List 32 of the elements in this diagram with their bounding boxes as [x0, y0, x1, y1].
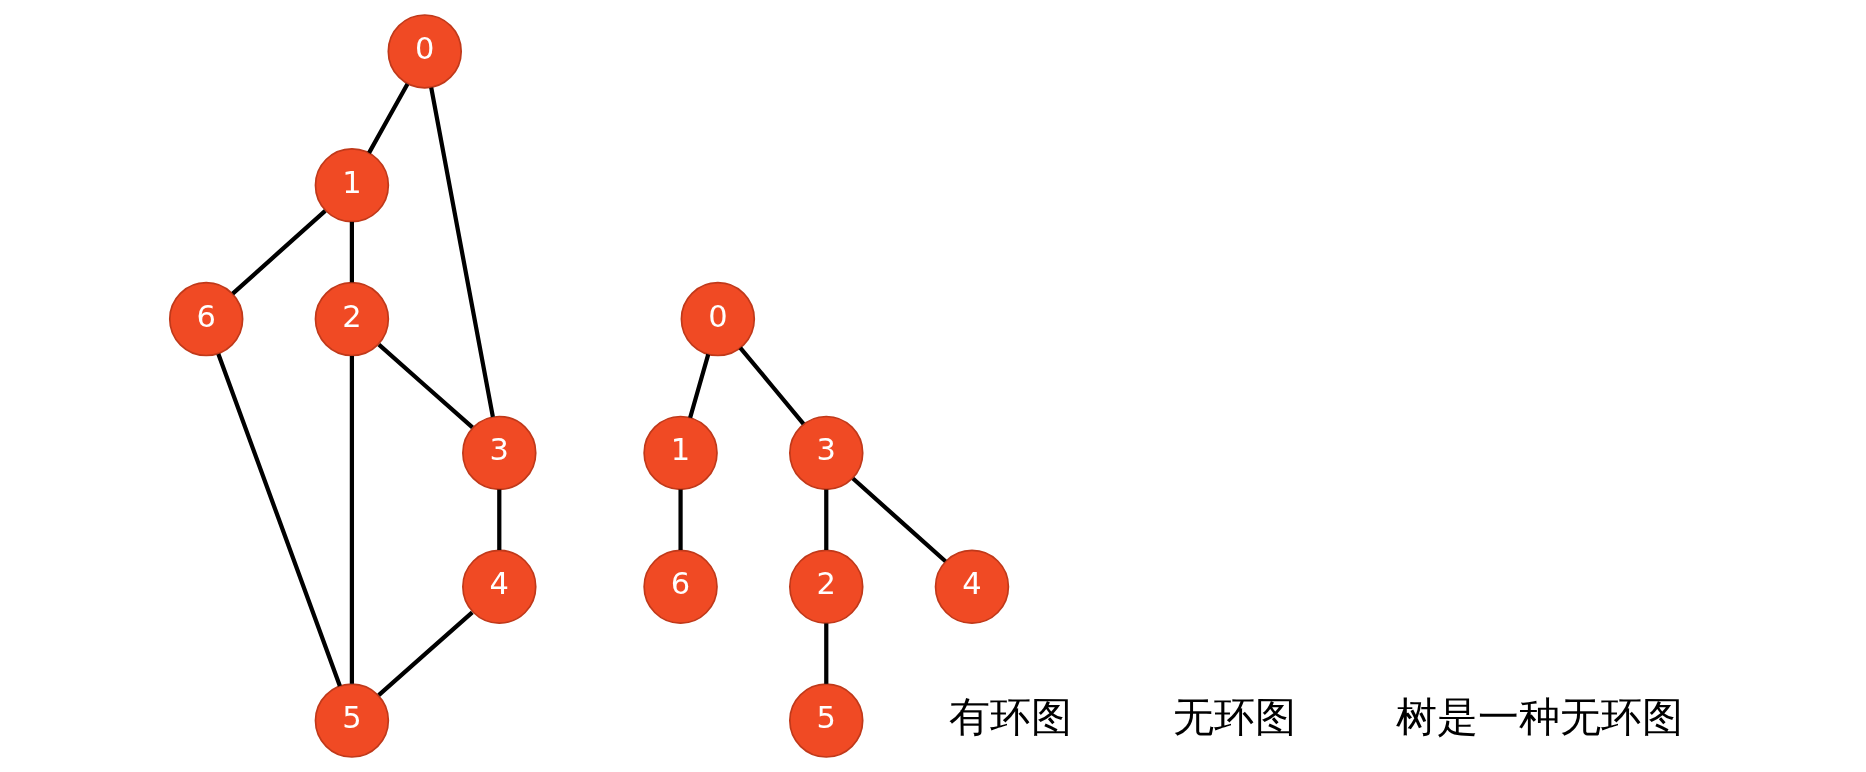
node-circle: 3 [789, 415, 864, 491]
connector [349, 356, 354, 684]
connector [377, 343, 474, 430]
connector [851, 476, 947, 563]
connector [678, 489, 683, 550]
node-circle: 4 [462, 549, 537, 625]
connector [824, 623, 829, 684]
connector [367, 82, 410, 154]
connector [824, 489, 829, 550]
connector [349, 221, 354, 283]
node-circle: 2 [789, 549, 864, 625]
node-circle: 1 [643, 415, 718, 491]
connector [688, 353, 711, 419]
connector [497, 489, 502, 550]
label: 有环图 [949, 693, 1073, 742]
node-circle: 0 [680, 281, 756, 357]
node-circle: 1 [314, 147, 390, 223]
label: 树是一种无环图 [1396, 693, 1684, 742]
connector [216, 353, 342, 687]
node-circle: 3 [462, 415, 537, 491]
node-circle: 6 [168, 281, 244, 357]
node-circle: 0 [387, 14, 462, 89]
connector [377, 610, 474, 697]
node-circle: 2 [314, 281, 390, 357]
connector [738, 346, 806, 426]
node-circle: 5 [314, 683, 390, 758]
label: 无环图 [1173, 693, 1297, 742]
connector [231, 209, 327, 296]
connector [429, 87, 495, 418]
node-circle: 6 [643, 549, 718, 625]
node-circle: 5 [789, 683, 864, 758]
node-circle: 4 [934, 549, 1010, 625]
